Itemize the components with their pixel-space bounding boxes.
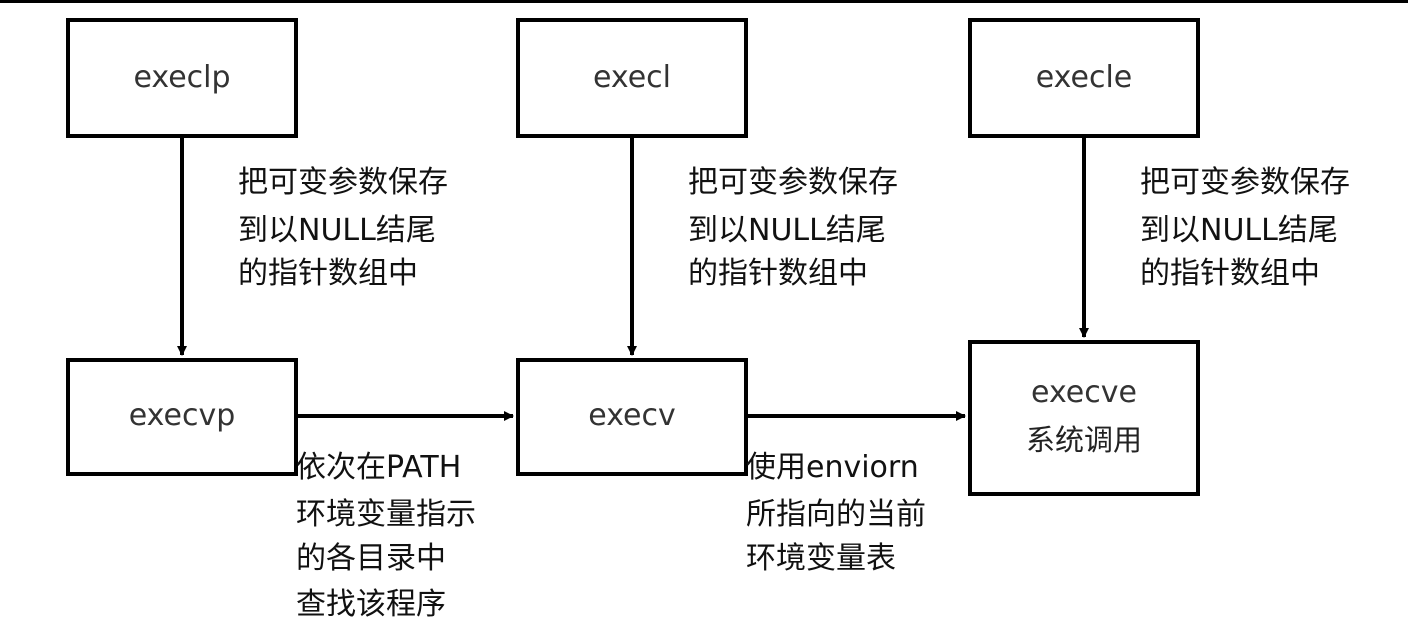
node-label-execle: execle [1036,60,1133,95]
note-line: 查找该程序 [296,587,446,622]
node-label-execvp: execvp [129,398,236,433]
note-line: 把可变参数保存 [238,165,448,200]
note-line: 到以NULL结尾 [688,213,886,248]
node-label-execv: execv [588,398,675,433]
node-execl: execl [516,18,748,138]
node-execvp: execvp [66,358,298,476]
note-execv-to-execve: 使用enviorn 所指向的当前 环境变量表 [746,450,926,576]
note-execle-to-execve: 把可变参数保存 到以NULL结尾 的指针数组中 [1140,165,1350,291]
note-line: 使用enviorn [746,450,919,485]
note-line: 所指向的当前 [746,497,926,532]
note-line: 环境变量表 [746,541,896,576]
note-line: 的指针数组中 [688,256,868,291]
node-sublabel-execve: 系统调用 [1026,423,1142,457]
note-line: 的各目录中 [296,541,446,576]
note-execvp-to-execv: 依次在PATH 环境变量指示 的各目录中 查找该程序 [296,450,476,622]
node-execve: execve 系统调用 [968,340,1200,496]
note-line: 依次在PATH [296,450,461,485]
note-line: 把可变参数保存 [688,165,898,200]
note-line: 环境变量指示 [296,497,476,532]
node-execlp: execlp [66,18,298,138]
node-label-execve: execve [1031,375,1137,410]
node-execv: execv [516,358,748,476]
node-execle: execle [968,18,1200,138]
note-line: 的指针数组中 [238,256,418,291]
node-label-execl: execl [593,60,671,95]
note-line: 的指针数组中 [1140,256,1320,291]
note-execlp-to-execvp: 把可变参数保存 到以NULL结尾 的指针数组中 [238,165,448,291]
top-border-line [0,0,1408,3]
note-line: 到以NULL结尾 [238,213,436,248]
note-execl-to-execv: 把可变参数保存 到以NULL结尾 的指针数组中 [688,165,898,291]
node-label-execlp: execlp [133,60,230,95]
note-line: 把可变参数保存 [1140,165,1350,200]
note-line: 到以NULL结尾 [1140,213,1338,248]
